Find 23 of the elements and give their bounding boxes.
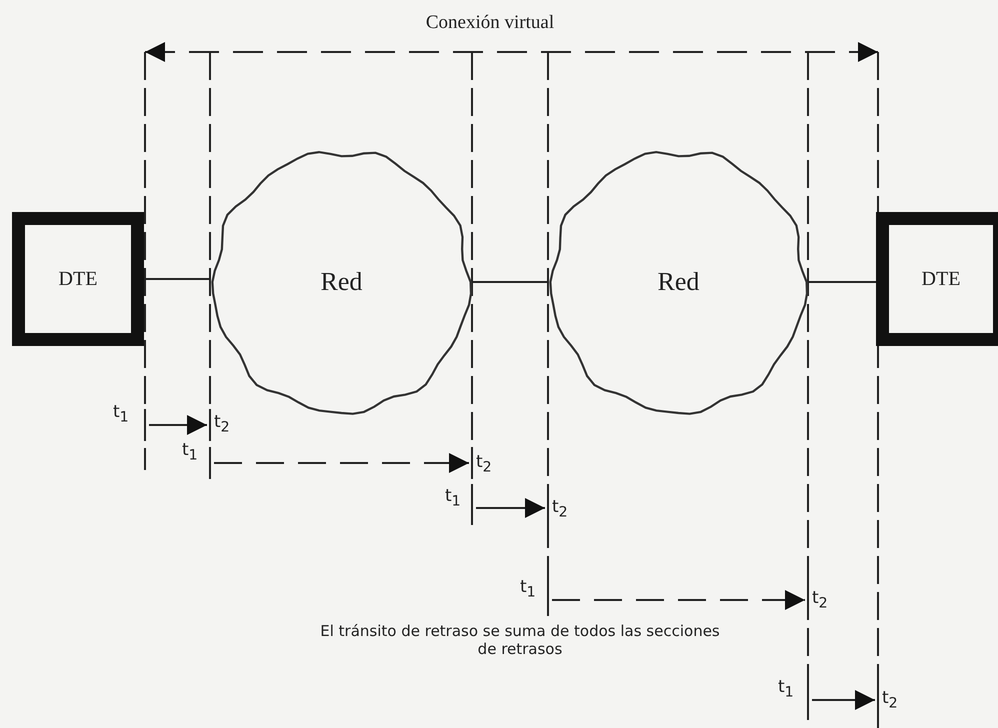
dimension-label: Conexión virtual [424, 12, 556, 34]
terminal-box [12, 212, 144, 346]
node-label: DTE [922, 268, 960, 290]
network-cloud [548, 148, 809, 416]
time-label: t$_{2}$ [476, 452, 492, 476]
time-label: t$_{2}$ [214, 412, 230, 436]
time-label: t$_{2}$ [552, 497, 568, 520]
terminal-box [876, 212, 998, 346]
connector-line [144, 278, 210, 280]
node-label: DTE [58, 268, 98, 290]
network-cloud [210, 148, 473, 416]
node-label: Red [320, 267, 362, 297]
note-text: El tránsito de retraso se suma de todos las secciones de retrasos [319, 622, 721, 658]
time-label: t$_{1}$ [778, 677, 794, 700]
time-label: t$_{1}$ [113, 402, 129, 426]
time-label: t$_{2}$ [882, 688, 898, 712]
time-label: t$_{1}$ [520, 577, 536, 600]
time-label: t$_{1}$ [182, 440, 198, 464]
time-label: t$_{1}$ [445, 486, 461, 510]
connector-line [809, 281, 876, 283]
node-label: Red [658, 267, 700, 297]
time-label: t$_{2}$ [812, 588, 828, 612]
connector-line [473, 281, 548, 283]
